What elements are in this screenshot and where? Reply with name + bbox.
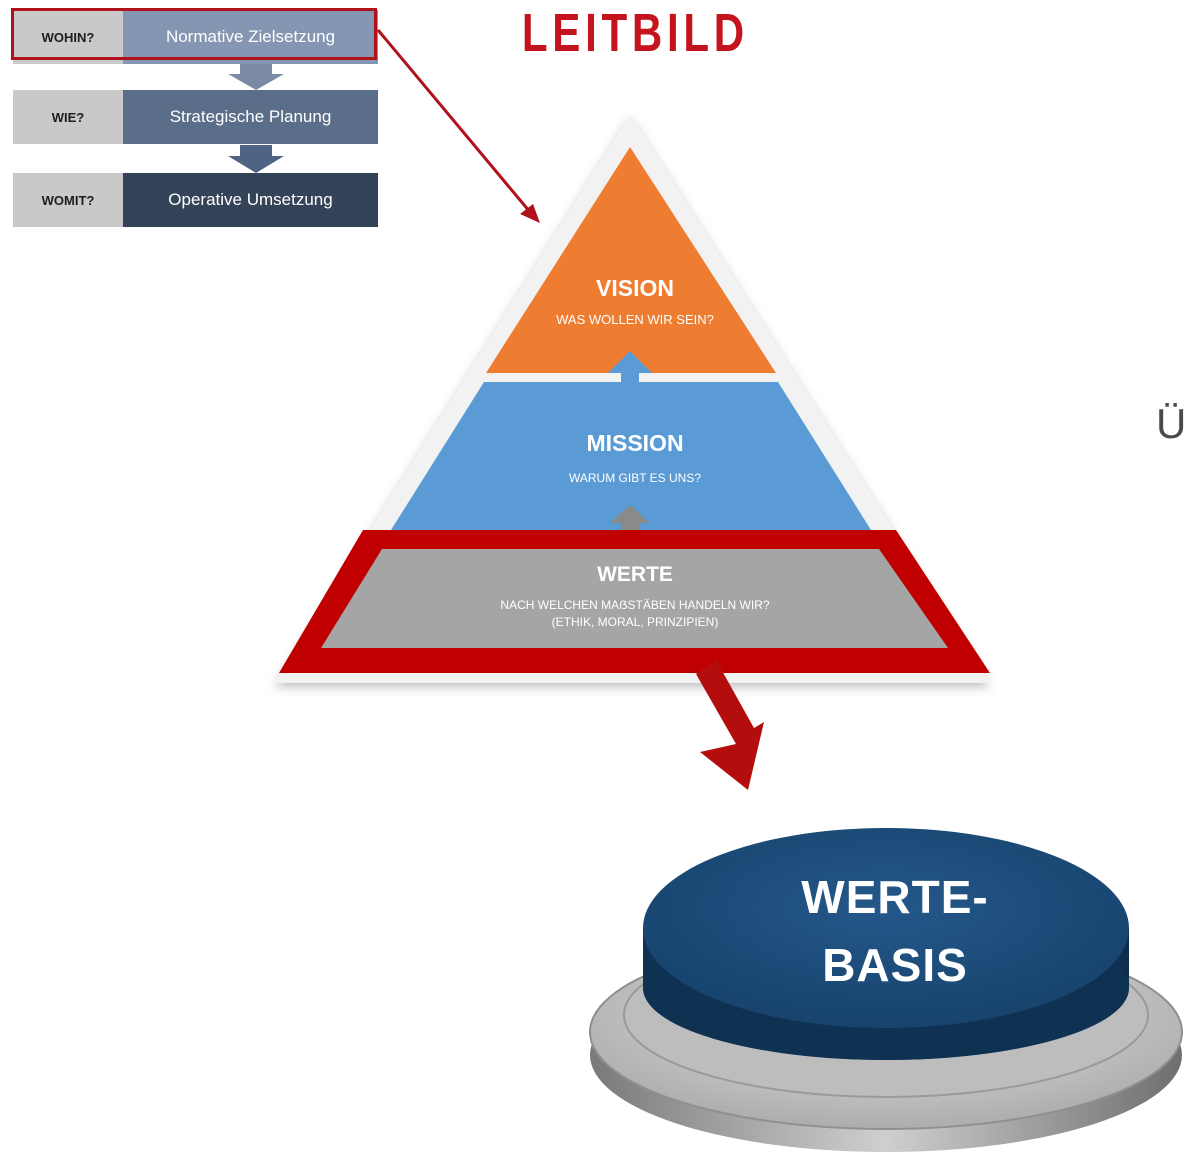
- werte-line-1: NACH WELCHEN MAẞSTÄBEN HANDELN WIR?: [500, 598, 770, 612]
- connector-arrow-icon: [376, 29, 540, 223]
- flow-row-strategic: WIE? Strategische Planung: [13, 90, 378, 144]
- flow-label-strategic: Strategische Planung: [123, 90, 378, 144]
- flow-arrow-down-2-icon: [228, 145, 284, 173]
- mission-subtitle: WARUM GIBT ES UNS?: [568, 471, 702, 485]
- werte-heading: WERTE: [597, 563, 673, 586]
- werte-to-basis-arrow-icon: [696, 660, 764, 790]
- flow-arrow-down-1-icon: [228, 64, 284, 90]
- button-text-line-1: WERTE-: [801, 871, 989, 923]
- diagram-title: LEITBILD: [521, 3, 749, 63]
- werte-block: WERTE NACH WELCHEN MAẞSTÄBEN HANDELN WIR…: [420, 563, 850, 629]
- vision-heading: VISION: [596, 275, 674, 301]
- werte-to-mission-arrow-icon: [610, 505, 650, 530]
- pyramid-werte-layer: [321, 549, 948, 648]
- flow-question-womit: WOMIT?: [13, 173, 123, 227]
- werte-line-2: (ETHIK, MORAL, PRINZIPIEN): [551, 615, 719, 629]
- mission-heading: MISSION: [586, 430, 684, 456]
- flow-label-normative: Normative Zielsetzung: [123, 10, 378, 64]
- pyramid-mission-layer: [391, 382, 871, 530]
- flow-label-operative: Operative Umsetzung: [123, 173, 378, 227]
- vision-block: VISION WAS WOLLEN WIR SEIN?: [500, 275, 770, 327]
- mission-to-vision-arrow-icon: [608, 351, 652, 387]
- werte-basis-button-graphic: [589, 828, 1183, 1152]
- button-text-line-2: BASIS: [822, 939, 968, 991]
- pyramid-vision-layer: [486, 147, 776, 373]
- vision-subtitle: WAS WOLLEN WIR SEIN?: [556, 312, 714, 327]
- flow-row-normative: WOHIN? Normative Zielsetzung: [13, 10, 378, 64]
- flow-question-wohin: WOHIN?: [13, 10, 123, 64]
- flow-highlight-frame: [11, 8, 377, 60]
- mission-block: MISSION WARUM GIBT ES UNS?: [500, 430, 770, 485]
- flow-question-wie: WIE?: [13, 90, 123, 144]
- pyramid-graphic: [275, 115, 990, 683]
- side-letter: Ü: [1156, 400, 1187, 447]
- flow-row-operative: WOMIT? Operative Umsetzung: [13, 173, 378, 227]
